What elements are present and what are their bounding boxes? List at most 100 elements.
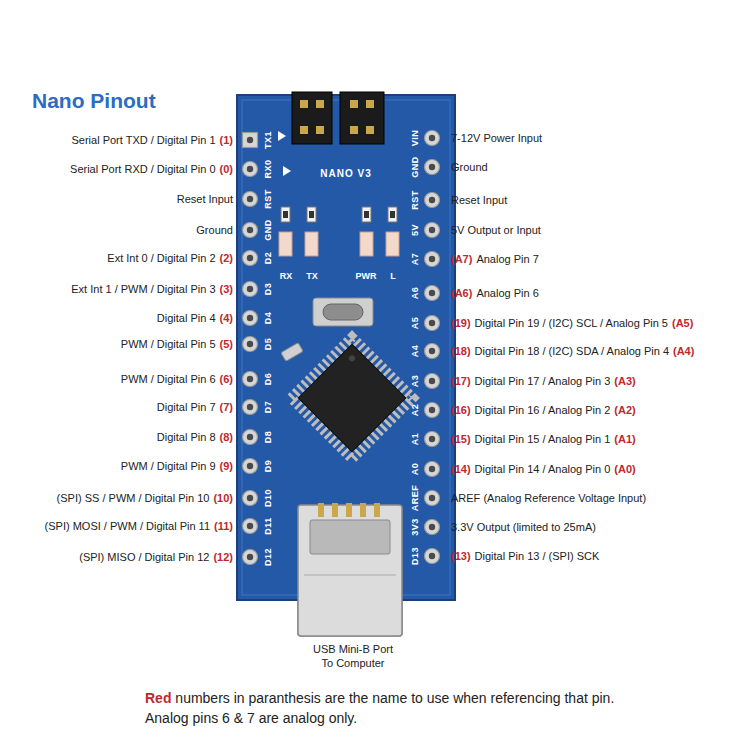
pin-number: (12): [213, 551, 233, 563]
crystal: [281, 343, 303, 362]
pin-row: Reset Input: [451, 191, 507, 209]
usb-pad: [374, 503, 380, 517]
header-pin: [316, 126, 324, 134]
header-pin: [350, 126, 358, 134]
silkscreen-label: A2: [410, 404, 420, 417]
pin-row: (SPI) MISO / Digital Pin 12 (12): [79, 548, 233, 566]
pin-number: (4): [220, 312, 233, 324]
usb-connector: [298, 503, 402, 636]
board-label: L: [390, 271, 396, 281]
pin-description: (SPI) MISO / Digital Pin 12: [79, 551, 209, 563]
silkscreen-label: RST: [263, 189, 273, 209]
silkscreen-label: RST: [410, 190, 420, 210]
led: [279, 232, 292, 256]
pin-row: Ext Int 1 / PWM / Digital Pin 3 (3): [71, 280, 233, 298]
pin-description: (SPI) SS / PWM / Digital Pin 10: [57, 492, 210, 504]
pin-number: (1): [220, 134, 233, 146]
pin-number: (18): [451, 345, 471, 357]
pin-description: 7-12V Power Input: [451, 132, 542, 144]
pin-row: Digital Pin 8(8): [157, 428, 233, 446]
pin-hole: [425, 316, 440, 331]
resistors: [281, 207, 397, 222]
pin-row: Serial Port RXD / Digital Pin 0(0): [70, 160, 233, 178]
silkscreen-label: D5: [263, 338, 273, 351]
pin-number: (3): [220, 283, 233, 295]
silkscreen-label: D4: [263, 312, 273, 325]
silkscreen-label: D12: [263, 548, 273, 566]
pin-hole: [243, 311, 258, 326]
board-label: RX: [280, 271, 293, 281]
pin-number: (6): [220, 373, 233, 385]
pin-description: Ext Int 1 / PWM / Digital Pin 3: [71, 283, 215, 295]
pin-number: (A0): [614, 463, 635, 475]
pin-description: (SPI) MOSI / PWM / Digital Pin 11: [45, 520, 210, 532]
silkscreen-label: D2: [263, 252, 273, 265]
pin-description: Digital Pin 18 / (I2C) SDA / Analog Pin …: [475, 345, 669, 357]
pin-number: (17): [451, 375, 471, 387]
chip-dot: [348, 354, 356, 362]
pin-hole: [425, 491, 440, 506]
crystal-body: [281, 343, 303, 362]
pin-row: PWM / Digital Pin 6(6): [121, 370, 233, 388]
header-block: [292, 92, 332, 144]
resistor-body: [309, 211, 314, 218]
usb-seam: [304, 575, 396, 576]
resistor: [362, 207, 371, 222]
pin-description: Digital Pin 7: [157, 401, 216, 413]
pin-hole: [425, 549, 440, 564]
pin-hole: [425, 223, 440, 238]
pin-row: Serial Port TXD / Digital Pin 1 (1): [71, 131, 233, 149]
pin-number: (15): [451, 433, 471, 445]
pin-row: 3.3V Output (limited to 25mA): [451, 518, 596, 536]
header-pin: [350, 100, 358, 108]
pin-row: (SPI) MOSI / PWM / Digital Pin 11(11): [45, 517, 233, 535]
silkscreen-label: D8: [263, 431, 273, 444]
silkscreen-label: RX0: [263, 159, 273, 178]
pin-description: Ground: [451, 161, 488, 173]
silkscreen-label: 5V: [410, 224, 420, 236]
silkscreen-label: A5: [410, 317, 420, 330]
pin-description: Serial Port TXD / Digital Pin 1: [71, 134, 215, 146]
pin-row: (14)Digital Pin 14 / Analog Pin 0(A0): [451, 460, 636, 478]
note-text: numbers in paranthesis are the name to u…: [171, 690, 614, 706]
pin-number: (A1): [614, 433, 635, 445]
pin-hole: [243, 400, 258, 415]
pin-hole: [425, 462, 440, 477]
microcontroller: [291, 337, 413, 459]
pin-description: Serial Port RXD / Digital Pin 0: [70, 163, 216, 175]
usb-shell: [298, 505, 402, 636]
pin-hole: [425, 403, 440, 418]
pin-hole: [425, 374, 440, 389]
pin-description: Digital Pin 19 / (I2C) SCL / Analog Pin …: [475, 317, 668, 329]
pin-number: (A6): [451, 287, 472, 299]
header-pin: [366, 126, 374, 134]
led: [305, 232, 318, 256]
silkscreen-label: GND: [410, 156, 420, 178]
port-label: USB Mini-B Port To Computer: [307, 642, 399, 670]
usb-pad: [346, 503, 352, 517]
pin-description: Digital Pin 15 / Analog Pin 1: [475, 433, 611, 445]
pcb-edge: [242, 100, 450, 595]
pin-number: (8): [220, 431, 233, 443]
pcb: [237, 95, 455, 600]
usb-pad: [318, 503, 324, 517]
pin-number: (A4): [673, 345, 694, 357]
board-label: PWR: [356, 271, 377, 281]
pin-description: 3.3V Output (limited to 25mA): [451, 521, 596, 533]
pin-row: Reset Input: [177, 190, 233, 208]
note-line: Analog pins 6 & 7 are analog only.: [145, 710, 357, 726]
silkscreen-label: A0: [410, 463, 420, 476]
silkscreen-label: A6: [410, 287, 420, 300]
silkscreen-label: A1: [410, 433, 420, 446]
pin-number: (A5): [672, 317, 693, 329]
pin-row: Digital Pin 7(7): [157, 398, 233, 416]
pin-row: 5V Output or Input: [451, 221, 541, 239]
pin-row: (SPI) SS / PWM / Digital Pin 10(10): [57, 489, 233, 507]
silkscreen-label: A3: [410, 375, 420, 388]
pin-row: AREF (Analog Reference Voltage Input): [451, 489, 646, 507]
usb-pad: [360, 503, 366, 517]
pin-hole: [425, 160, 440, 175]
pin-hole: [243, 282, 258, 297]
header-pin: [366, 100, 374, 108]
